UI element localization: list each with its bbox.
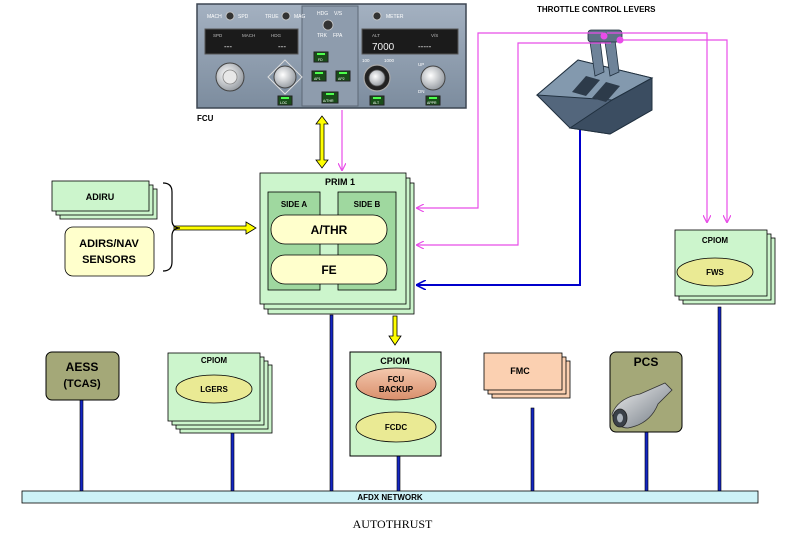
vs-knob[interactable] <box>420 65 446 91</box>
prim-1: PRIM 1 SIDE A SIDE B A/THR FE <box>259 172 415 315</box>
meter-knob[interactable] <box>372 11 382 21</box>
prim-side-b: SIDE B <box>354 200 381 209</box>
throttle-prim-line-1 <box>417 32 603 208</box>
fcu-label-hdg: HDG <box>317 11 328 17</box>
fcu-label-trk: TRK <box>317 33 328 39</box>
connection-lines <box>162 32 727 346</box>
engine-icon <box>611 382 673 429</box>
cpiom-lgers: CPIOM LGERS <box>167 352 273 434</box>
fcu-label-spd: SPD <box>238 14 249 20</box>
vs-display-label: V/S <box>431 33 438 38</box>
adirs-line-2: SENSORS <box>82 254 136 266</box>
spd-display-value: --- <box>224 42 232 51</box>
fcu-label-vs: V/S <box>334 11 343 17</box>
alt-button[interactable]: ALT <box>369 95 385 106</box>
fmc: FMC <box>483 352 571 399</box>
adiru-label: ADIRU <box>86 192 115 202</box>
aess-line-2: (TCAS) <box>63 378 101 390</box>
hdg-knob[interactable] <box>273 65 297 89</box>
aess-line-1: AESS <box>66 360 99 374</box>
adiru: ADIRU <box>51 180 158 220</box>
throttle-prim-line-2 <box>417 42 611 245</box>
cpiom-fcu-item-2: FCDC <box>385 423 407 432</box>
adirs-prim-arrow <box>173 221 257 235</box>
fcu-label: FCU <box>197 114 214 123</box>
cpiom-fcu-backup: CPIOM FCU BACKUP FCDC <box>349 351 442 457</box>
cpiom-fws-title: CPIOM <box>702 236 729 245</box>
adirs-nav-sensors: ADIRS/NAV SENSORS <box>64 226 155 277</box>
fcu-label-mag: MAG <box>294 14 306 20</box>
fcu-label-meter: METER <box>386 14 404 20</box>
svg-text:AP2: AP2 <box>338 77 345 81</box>
vs-knob-label-up: UP <box>418 62 424 67</box>
vs-display-value: ----- <box>418 42 432 51</box>
hdg-display-value: --- <box>278 42 286 51</box>
pcs: PCS <box>609 351 683 433</box>
adirs-brace <box>162 182 181 272</box>
fcu-label-true: TRUE <box>265 14 279 20</box>
alt-vs-display <box>361 28 459 55</box>
cpiom-fcu-item-1-line-2: BACKUP <box>379 385 414 394</box>
spd-display <box>204 28 299 55</box>
vs-knob-label-dn: DN <box>418 89 425 94</box>
svg-text:FD: FD <box>318 58 323 62</box>
mach-display-label: MACH <box>242 33 255 38</box>
svg-text:AP1: AP1 <box>314 77 321 81</box>
diagram-title: AUTOTHRUST <box>352 517 433 531</box>
aess-tcas: AESS (TCAS) <box>45 351 120 401</box>
throttle-fws-line-1 <box>607 32 707 222</box>
appr-button[interactable]: APPR <box>425 95 441 106</box>
hdg-knob-ring <box>267 59 303 95</box>
afdx-network: AFDX NETWORK <box>21 490 759 504</box>
svg-text:ALT: ALT <box>373 101 380 105</box>
cpiom-fcu-item-1-line-1: FCU <box>388 375 405 384</box>
cpiom-fws: CPIOM FWS <box>674 229 776 305</box>
throttle-fws-line-2 <box>622 39 727 222</box>
fcu-label-fpa: FPA <box>333 33 343 39</box>
spd-mach-knob[interactable] <box>225 11 235 21</box>
cpiom-lgers-title: CPIOM <box>201 356 228 365</box>
svg-text:A/THR: A/THR <box>323 99 334 103</box>
prim-athr: A/THR <box>311 223 348 237</box>
svg-text:LOC: LOC <box>280 101 288 105</box>
prim-title: PRIM 1 <box>325 177 355 187</box>
adirs-line-1: ADIRS/NAV <box>79 238 139 250</box>
true-mag-knob[interactable] <box>281 11 291 21</box>
prim-side-a: SIDE A <box>281 200 308 209</box>
fmc-label: FMC <box>510 366 530 376</box>
prim-fe: FE <box>321 263 336 277</box>
alt-knob-label-100: 100 <box>362 58 370 63</box>
throttle-prim-blue-line <box>417 130 581 285</box>
fcu-prim-arrow <box>315 115 329 169</box>
prim-cpiom-arrow <box>388 315 402 346</box>
alt-display-value: 7000 <box>372 42 395 53</box>
hdg-vs-knob[interactable] <box>322 19 334 31</box>
fcu-label-mach: MACH <box>207 14 222 20</box>
cpiom-fcu-title: CPIOM <box>380 356 410 366</box>
throttle-control-levers <box>535 29 654 135</box>
alt-display-label: ALT <box>372 33 380 38</box>
loc-button[interactable]: LOC <box>277 95 293 106</box>
alt-knob-label-1000: 1000 <box>384 58 395 63</box>
fd-button[interactable]: FD <box>313 51 329 63</box>
athr-button[interactable]: A/THR <box>321 91 339 104</box>
afdx-network-label: AFDX NETWORK <box>357 493 423 502</box>
svg-text:APPR: APPR <box>427 101 437 105</box>
ap2-button[interactable]: AP2 <box>335 70 351 82</box>
hdg-display-label: HDG <box>271 33 281 38</box>
spd-display-label: SPD <box>213 33 223 38</box>
cpiom-fws-item: FWS <box>706 268 724 277</box>
ap1-button[interactable]: AP1 <box>311 70 327 82</box>
throttle-label: THROTTLE CONTROL LEVERS <box>537 5 656 14</box>
cpiom-lgers-item: LGERS <box>200 385 228 394</box>
fcu-panel: MACH SPD TRUE MAG HDG V/S TRK FPA METER … <box>196 3 467 109</box>
pcs-label: PCS <box>634 355 659 369</box>
